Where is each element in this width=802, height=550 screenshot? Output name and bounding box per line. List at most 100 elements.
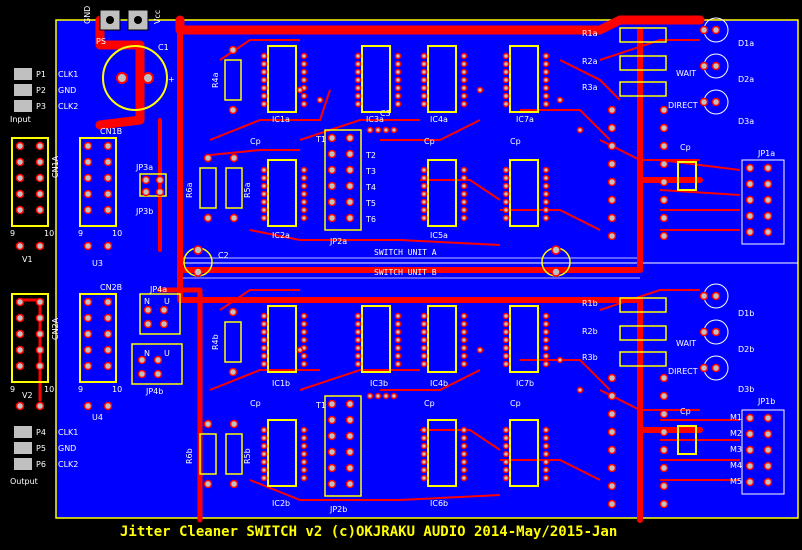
- ic-pad: [420, 174, 428, 182]
- unit-b-connector-pad-2: [659, 427, 669, 437]
- ic7a-label: IC7a: [516, 115, 534, 124]
- ic-pad: [420, 76, 428, 84]
- ic-pad: [300, 312, 308, 320]
- ic-pad: [260, 52, 268, 60]
- ic-pad: [260, 328, 268, 336]
- ic-pad: [460, 206, 468, 214]
- jp2a-pad: [327, 133, 337, 143]
- cn1a-pin10: 10: [44, 229, 54, 238]
- ic-pad: [260, 206, 268, 214]
- input-gnd: GND: [58, 86, 76, 95]
- ic-pad: [394, 100, 402, 108]
- unit-b-connector-pad-2: [659, 481, 669, 491]
- ic-pad: [260, 434, 268, 442]
- ic-pad: [260, 466, 268, 474]
- cp-a2: Cp: [424, 137, 435, 146]
- jp1a-pad: [763, 163, 773, 173]
- unit-b-connector-pad: [607, 499, 617, 509]
- capacitor-c1: [102, 45, 168, 111]
- cn2b-pad: [83, 297, 93, 307]
- ic-pad: [300, 174, 308, 182]
- ic-pad: [502, 426, 510, 434]
- jp1a-pad: [763, 227, 773, 237]
- ic-pad: [260, 76, 268, 84]
- cn1b-pin10: 10: [112, 229, 122, 238]
- cn1a-pad: [15, 141, 25, 151]
- ic-pad: [300, 198, 308, 206]
- m1-label: M1: [730, 413, 742, 422]
- ic-pad: [300, 100, 308, 108]
- cn1a-pin9: 9: [10, 229, 15, 238]
- jp4b-pad: [153, 355, 163, 365]
- jp2b-pad: [345, 399, 355, 409]
- d2b-label: D2b: [738, 345, 754, 354]
- ic-pad: [542, 60, 550, 68]
- jp2a-pad: [327, 149, 337, 159]
- cn2a-label: CN2A: [51, 317, 60, 340]
- ic-pad: [502, 320, 510, 328]
- cn1a-label: CN1A: [51, 155, 60, 178]
- jp2a-pad: [345, 149, 355, 159]
- ic-pad: [300, 442, 308, 450]
- r1b-label: R1b: [582, 299, 598, 308]
- wait-b: WAIT: [676, 339, 696, 348]
- ic-pad: [420, 466, 428, 474]
- ic-pad: [300, 214, 308, 222]
- led-pad: [711, 97, 721, 107]
- cn1a-pad: [35, 141, 45, 151]
- jp4b-pad: [137, 355, 147, 365]
- cn1b-pad: [103, 157, 113, 167]
- cp-b3: Cp: [510, 399, 521, 408]
- unit-a: R4a R6a R5a IC1a IC2a IC3a IC4a IC5a IC7…: [183, 17, 785, 277]
- ic-pad: [542, 466, 550, 474]
- unit-b: R4b R6b R5b IC1b IC2b IC3b IC4b IC6b IC7…: [185, 283, 785, 514]
- wait-a: WAIT: [676, 69, 696, 78]
- led-pad: [711, 327, 721, 337]
- ic-pad: [502, 84, 510, 92]
- unit-a-connector-pad-2: [659, 105, 669, 115]
- jp4-u: U: [164, 297, 170, 306]
- ic-pad: [542, 426, 550, 434]
- via: [296, 346, 304, 354]
- t1-label-a: T1: [315, 135, 326, 144]
- ic-pad: [502, 328, 510, 336]
- ic-pad: [260, 84, 268, 92]
- ic-pad: [542, 52, 550, 60]
- led-pad: [699, 291, 709, 301]
- ic-pad: [542, 320, 550, 328]
- ic-pad: [300, 92, 308, 100]
- capacitor-pad: [551, 267, 561, 277]
- ic-pad: [460, 320, 468, 328]
- board-title: Jitter Cleaner SWITCH v2 (c)OKJRAKU AUDI…: [120, 524, 617, 540]
- cp-a4: Cp: [680, 143, 691, 152]
- resistor-pad: [228, 105, 238, 115]
- t5-label: T5: [365, 199, 376, 208]
- c1-label: C1: [158, 43, 169, 52]
- output-pads: [14, 426, 32, 470]
- led-pad: [699, 327, 709, 337]
- jp1a-pad: [745, 227, 755, 237]
- output-p4: P4: [36, 428, 46, 437]
- unit-b-connector-pad: [607, 409, 617, 419]
- ic-pad: [460, 474, 468, 482]
- unit-a-connector-pad: [607, 123, 617, 133]
- jp4a-label: JP4a: [149, 285, 167, 294]
- t3-label: T3: [365, 167, 376, 176]
- cp-b4: Cp: [680, 407, 691, 416]
- jp3-pad: [141, 187, 151, 197]
- ic-pad: [502, 182, 510, 190]
- r4b-label: R4b: [211, 334, 220, 350]
- ic-pad: [502, 352, 510, 360]
- ic-pad: [420, 68, 428, 76]
- ic-pad: [460, 52, 468, 60]
- ic-pad: [420, 352, 428, 360]
- ic-pad: [502, 466, 510, 474]
- ic4a-label: IC4a: [430, 115, 448, 124]
- ic-pad: [502, 450, 510, 458]
- cn2a-pad: [15, 329, 25, 339]
- ic-pad: [420, 84, 428, 92]
- output-clk2: CLK2: [58, 460, 78, 469]
- jp1a-pad: [745, 195, 755, 205]
- ic-pad: [300, 52, 308, 60]
